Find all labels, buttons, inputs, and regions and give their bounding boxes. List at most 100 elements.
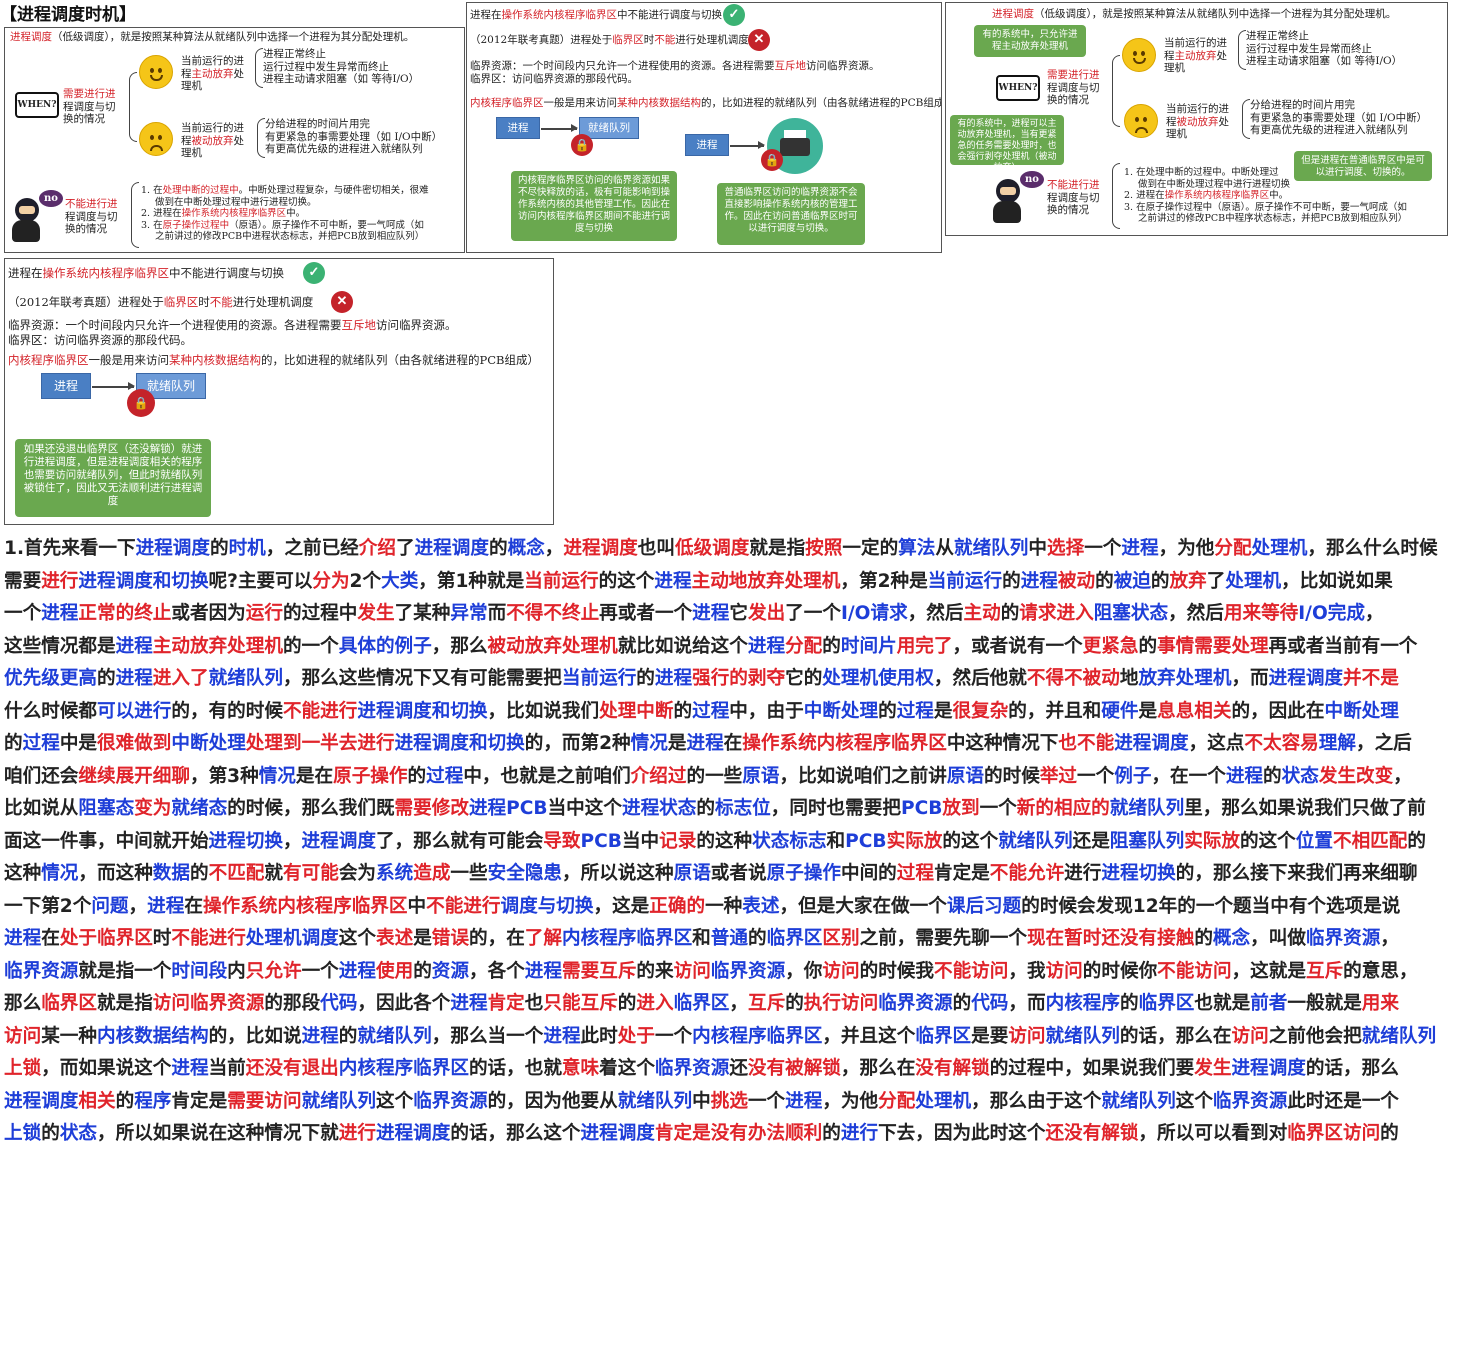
transcript-run: 不能进行 [282, 700, 358, 722]
transcript-run: 的来 [636, 960, 674, 982]
transcript-run: 原子操作 [766, 863, 841, 884]
transcript-run: 了，那么就有可能会 [375, 830, 544, 852]
transcript-run: 进程调度 [4, 1090, 79, 1112]
transcript-run: 不能进行 [426, 895, 501, 917]
def-critical-section: 临界区：访问临界资源的那段代码。 [470, 73, 638, 85]
transcript-run: ， [1393, 765, 1412, 787]
transcript-line: 比如说从阻塞态变为就绪态的时候，那么我们既需要修改进程PCB当中这个进程状态的标… [4, 793, 1454, 826]
transcript-run: 进程 [450, 993, 488, 1014]
transcript-run: ，所以说这种 [562, 863, 674, 884]
transcript-run: 造成 [413, 863, 451, 884]
transcript-run: 就绪队列 [301, 1090, 376, 1112]
claim-wrong: （2012年联考真题）进程处于临界区时不能进行处理机调度 [8, 295, 314, 309]
kernel-cs-line: 内核程序临界区一般是用来访问某种内核数据结构的，比如进程的就绪队列（由各就绪进程… [470, 97, 942, 109]
transcript-run: 表述 [742, 895, 780, 917]
transcript-run: I/O完成 [1298, 603, 1365, 624]
passive-note: 有的系统中，进程可以主动放弃处理机，当有更紧急的任务需要处理时，也会强行剥夺处理… [950, 115, 1064, 173]
transcript-run: 进程 [338, 960, 376, 982]
transcript-run: 进程调度 [301, 830, 376, 852]
transcript-run: 一个 [4, 603, 42, 624]
transcript-run: 不相匹配 [1332, 830, 1408, 852]
transcript-run: 了解 [524, 928, 562, 949]
transcript-run: 放弃 [1169, 570, 1207, 592]
transcript-run: 处于 [617, 1025, 655, 1047]
transcript-line: 这些情况都是进程主动放弃处理机的一个具体的例子，那么被动放弃处理机就比如说给这个… [4, 631, 1454, 664]
transcript-run: 的 [96, 668, 116, 689]
transcript-run: ， [729, 993, 748, 1014]
transcript-run: 错误 [431, 928, 469, 949]
transcript-run: 课后习题 [946, 895, 1022, 917]
transcript-run: 导致 [543, 830, 581, 852]
transcript-run: 的 [822, 1123, 841, 1144]
transcript-run: 进程 [147, 895, 185, 917]
transcript-run: 需要访问 [227, 1090, 302, 1112]
ninja-icon [990, 179, 1024, 223]
transcript-run: ，那么由于这个 [971, 1090, 1102, 1112]
transcript-run: 意味 [561, 1058, 600, 1079]
transcript-run: 也就是 [1194, 993, 1251, 1014]
transcript-run: 过程 [896, 863, 934, 884]
transcript-run: ，而如果说这个 [41, 1058, 172, 1079]
transcript-run: ，这点 [1188, 733, 1245, 754]
transcript-run: 需要互斥 [562, 960, 637, 982]
transcript-run: 正确的 [649, 895, 706, 917]
transcript-run: 进程 [4, 928, 42, 949]
transcript-run: 了 [1206, 570, 1226, 592]
transcript-run: 操作系统内核程序临界区 [202, 895, 408, 917]
active-release-label: 当前运行的进 程主动放弃处 理机 [181, 55, 244, 92]
transcript-run: 的 [747, 928, 767, 949]
transcript-run: 一个 [979, 798, 1017, 819]
transcript-run: ，你 [785, 960, 823, 982]
slide-critical-section-lock: 进程在操作系统内核程序临界区中不能进行调度与切换 ✓ （2012年联考真题）进程… [4, 258, 554, 525]
cannot-items: 1. 在处理中断的过程中。中断处理过程复杂，与硬件密切相关，很难 做到在中断处理… [141, 185, 429, 242]
transcript-run: 不得不终止 [506, 603, 600, 624]
cannot-items: 1. 在处理中断的过程中。中断处理过 做到在中断处理过程中进行进程切换 2. 进… [1124, 167, 1408, 224]
def-critical-resource: 临界资源：一个时间段内只允许一个进程使用的资源。各进程需要互斥地访问临界资源。 [470, 60, 880, 72]
transcript-run: 处于临界区 [59, 928, 153, 949]
transcript-run: 在 [41, 928, 60, 949]
process-box-2: 进程 [685, 134, 729, 156]
transcript-line: 临界资源就是指一个时间段内只允许一个进程使用的资源，各个进程需要互斥的来访问临界… [4, 956, 1454, 989]
transcript-run: 访问 [4, 1025, 42, 1047]
transcript-run: 调度与切换 [500, 895, 594, 917]
intro-line: 进程调度（低级调度），就是按照某种算法从就绪队列中选择一个进程为其分配处理机。 [10, 31, 415, 43]
transcript-run: 进程调度 [1268, 668, 1344, 689]
claim-wrong: （2012年联考真题）进程处于临界区时不能进行处理机调度 [470, 34, 749, 46]
transcript-run: 情况 [258, 765, 296, 787]
transcript-run: 的 [1194, 928, 1213, 949]
transcript-run: ，比如说咱们之前讲 [779, 765, 947, 787]
transcript-run: 会为 [338, 863, 377, 884]
transcript-run: ，第1种就是 [418, 570, 525, 592]
transcript-run: 此时还是一个 [1287, 1090, 1399, 1112]
transcript-run: 主动放弃处理机 [152, 635, 283, 657]
transcript-run: 的过程中，如果说我们要 [989, 1058, 1195, 1079]
transcript-run: 的，比如说 [208, 1025, 302, 1047]
transcript-run: 处理中断 [599, 700, 674, 722]
transcript-run: 临界区 [1138, 993, 1195, 1014]
transcript-run: ，为他 [1158, 538, 1215, 559]
transcript-run: 进程调度 [1231, 1058, 1306, 1079]
transcript-run: ，之前已经 [265, 538, 359, 559]
transcript-run: 面这一件事，中间就开始 [4, 830, 209, 852]
passive-release-items: 分给进程的时间片用完 有更紧急的事需要处理（如 I/O中断） 有更高优先级的进程… [1250, 99, 1428, 136]
transcript-run: ，为他 [822, 1090, 879, 1112]
transcript-run: 处理机 [1251, 538, 1308, 559]
transcript-line: 一个进程正常的终止或者因为运行的过程中发生了某种异常而不得不终止再或者一个进程它… [4, 598, 1454, 631]
transcript-run: 发生改变 [1318, 765, 1394, 787]
transcript-run: 进入了 [152, 668, 209, 689]
transcript-run: 的 [785, 993, 804, 1014]
transcript-run: 的话，也就 [468, 1058, 562, 1079]
transcript-run: 的 [338, 1025, 358, 1047]
transcript-run: 继续展开细聊 [78, 765, 190, 787]
transcript: 1.首先来看一下进程调度的时机，之前已经介绍了进程调度的概念，进程调度也叫低级调… [4, 533, 1454, 1151]
transcript-run: 的时候我 [859, 960, 934, 982]
transcript-run: ，各个 [469, 960, 525, 982]
transcript-run: 正常的终止 [78, 603, 172, 624]
transcript-run: 进程PCB [468, 798, 548, 819]
transcript-run: 很难做到 [97, 733, 172, 754]
transcript-run: ，第2种是 [840, 570, 928, 592]
transcript-run: 就绪队列 [998, 830, 1073, 852]
transcript-run: 处理机调度 [245, 928, 339, 949]
transcript-run: 的，因为他要从 [487, 1090, 618, 1112]
transcript-run: 原语 [673, 863, 711, 884]
